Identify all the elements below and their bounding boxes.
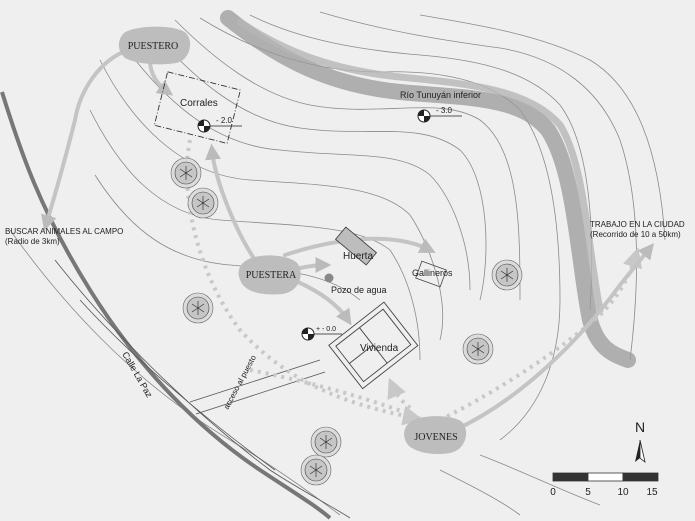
north-label: N xyxy=(635,419,645,435)
level-label-corrales: - 2.0 xyxy=(216,116,233,125)
gallineros-box xyxy=(415,260,447,288)
level-marker-corrales: - 2.0 xyxy=(197,116,242,133)
corrales-label: Corrales xyxy=(180,98,218,109)
scale-tick-15: 15 xyxy=(646,487,658,498)
tree-icon xyxy=(300,454,332,486)
tree-icon xyxy=(491,259,523,291)
huerta-label: Huerta xyxy=(343,251,373,262)
puestera-label: PUESTERA xyxy=(246,270,297,281)
level-marker-vivienda: + - 0.0 xyxy=(301,326,342,341)
pozo-dot xyxy=(324,273,334,283)
pozo-label: Pozo de agua xyxy=(331,285,387,295)
scale-tick-0: 0 xyxy=(550,487,556,498)
scale-bar: 0 5 10 15 xyxy=(550,472,659,498)
trees xyxy=(170,157,523,486)
tree-icon xyxy=(462,333,494,365)
level-marker-rio: - 3.0 xyxy=(417,106,462,123)
scale-tick-10: 10 xyxy=(617,487,629,498)
scale-tick-5: 5 xyxy=(585,487,591,498)
road-calle-la-paz xyxy=(0,91,351,520)
tree-icon xyxy=(170,157,202,189)
huerta-plot xyxy=(334,226,378,266)
corrales-enclosure xyxy=(153,71,241,144)
actor-puestero: PUESTERO xyxy=(118,26,191,65)
level-label-vivienda: + - 0.0 xyxy=(316,326,336,333)
actor-puestera: PUESTERA xyxy=(238,255,301,295)
movement-arrows xyxy=(41,48,654,432)
dotted-paths xyxy=(185,139,643,426)
buscar-label-line1: BUSCAR ANIMALES AL CAMPO xyxy=(5,227,123,236)
level-label-rio: - 3.0 xyxy=(436,106,453,115)
buscar-label-line2: (Radio de 3km) xyxy=(5,237,60,246)
actor-jovenes: JOVENES xyxy=(404,416,467,455)
tree-icon xyxy=(310,426,342,458)
river xyxy=(220,10,636,368)
rio-label: Río Tunuyán inferior xyxy=(400,90,481,100)
tree-icon xyxy=(182,292,214,324)
vivienda-house xyxy=(328,301,419,390)
tree-icon xyxy=(187,187,219,219)
gallineros-label: Gallineros xyxy=(412,268,453,278)
access-road xyxy=(189,359,326,415)
trabajo-label-line1: TRABAJO EN LA CIUDAD xyxy=(590,220,685,229)
north-arrow: N xyxy=(635,419,646,464)
puestero-label: PUESTERO xyxy=(128,41,179,52)
trabajo-label-line2: (Recorrido de 10 a 50km) xyxy=(590,230,681,239)
jovenes-label: JOVENES xyxy=(414,432,457,443)
vivienda-label: Vivienda xyxy=(360,343,399,354)
